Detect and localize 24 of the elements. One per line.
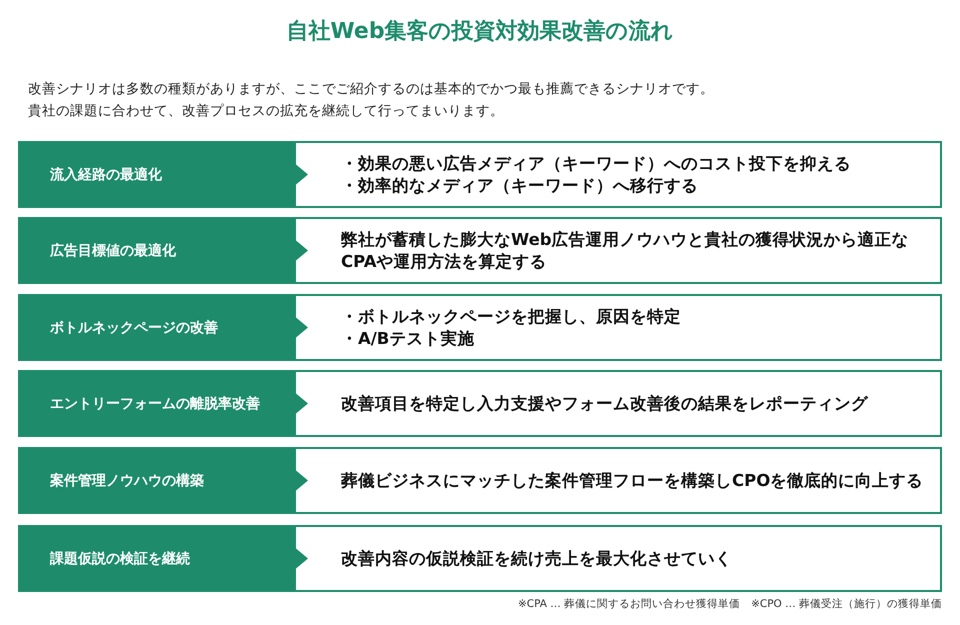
content-box: [296, 141, 942, 208]
label-text: 案件管理ノウハウの構築: [49, 472, 205, 490]
title: 自社Web集客の投資対効果改善の流れ: [285, 18, 675, 46]
content-text: ・A/Bテスト実施: [341, 328, 476, 350]
content-box: [296, 447, 942, 514]
content-text: 弊社が蓄積した膨大なWeb広告運用ノウハウと貴社の獲得状況から適正なCPAや運用方法を算定する: [341, 228, 910, 272]
intro-text: 改善シナリオは多数の種類がありますが、ここでご紹介するのは基本的でかつ最も推薦できるシナリオです。: [28, 80, 714, 98]
content-text: 改善項目を特定し入力支援やフォーム改善後の結果をレポーティング: [341, 392, 870, 414]
content-text: 改善内容の仮説検証を続け売上を最大化させていく: [341, 548, 733, 570]
content-text: ・ボトルネックページを把握し、原因を特定: [341, 306, 682, 328]
content-text: 葬儀ビジネスにマッチした案件管理フローを構築しCPOを徹底的に向上する: [341, 470, 924, 492]
label-text: 課題仮説の検証を継続: [48, 550, 191, 568]
content-text: ・効率的なメディア（キーワード）へ移行する: [341, 174, 699, 196]
content-box: [296, 370, 942, 437]
content-box: [296, 217, 942, 284]
label-text: エントリーフォームの離脱率改善: [49, 394, 261, 414]
label-text: 流入経路の最適化: [49, 166, 163, 184]
label-text: 広告目標値の最適化: [48, 242, 177, 260]
content-text: ・効果の悪い広告メディア（キーワード）へのコスト投下を抑える: [341, 152, 852, 174]
intro-text: 貴社の課題に合わせて、改善プロセスの拡充を継続して行ってまいります。: [28, 102, 504, 120]
content-box: [296, 294, 942, 361]
label-text: ボトルネックページの改善: [49, 318, 219, 338]
footnote: ※CPA … 葬儀に関するお問い合わせ獲得単価 ※CPO … 葬儀受注（施行）の獲得単価: [518, 597, 942, 611]
content-box: [296, 525, 942, 592]
